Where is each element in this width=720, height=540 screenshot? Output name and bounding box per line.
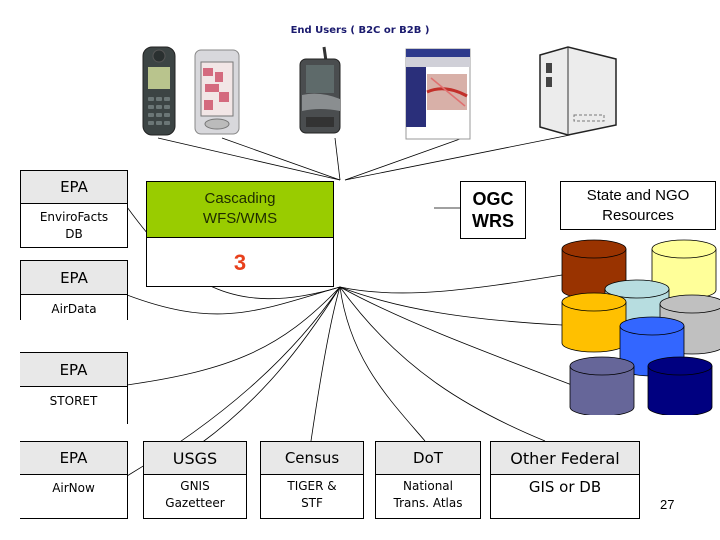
wire-db-brown — [339, 274, 563, 294]
wire-db-slate — [339, 286, 573, 386]
end-users-title: End Users ( B2C or B2B ) — [290, 25, 430, 36]
web-browser-map-icon — [405, 48, 471, 140]
cascading-wfs-wms-hub[interactable]: Cascading WFS/WMS 3 — [146, 181, 334, 287]
source-line2: STF — [301, 496, 323, 510]
source-line2: DB — [65, 227, 83, 241]
wire-dot — [339, 286, 426, 442]
mobile-phone-icon — [141, 45, 177, 137]
hub-number: 3 — [233, 250, 247, 275]
wire-census — [310, 286, 341, 442]
source-line1: TIGER & — [287, 479, 337, 493]
db-gray-icon — [659, 294, 720, 355]
source-line2: Trans. Atlas — [393, 496, 463, 510]
server-icon — [538, 45, 620, 137]
pocket-pc-icon — [193, 48, 241, 136]
source-line1: National — [402, 479, 453, 493]
db-gold-icon — [561, 292, 627, 353]
db-slate-icon — [569, 356, 635, 415]
page-number: 27 — [660, 497, 675, 512]
source-dot-atlas[interactable]: DoT National Trans. Atlas — [375, 441, 481, 519]
ogc-line1: OGC — [472, 189, 514, 209]
source-line1: AirNow — [52, 481, 95, 495]
state-line1: State and NGO — [586, 187, 690, 204]
source-epa-airnow[interactable]: EPA AirNow — [20, 441, 128, 519]
source-line1: EnviroFacts — [39, 210, 109, 224]
wire-pocketpc — [221, 137, 341, 181]
state-databases — [561, 239, 720, 415]
source-line2: Gazetteer — [165, 496, 225, 510]
agency-label: DoT — [376, 442, 480, 475]
ogc-wrs-box[interactable]: OGC WRS — [460, 181, 526, 239]
agency-label: EPA — [21, 171, 127, 204]
wire-pda — [334, 137, 341, 181]
source-line1: GIS or DB — [528, 478, 602, 496]
hub-title: Cascading WFS/WMS — [147, 182, 333, 238]
pda-communicator-icon — [296, 45, 344, 137]
source-other-federal[interactable]: Other Federal GIS or DB — [490, 441, 640, 519]
wire-server — [344, 134, 571, 181]
agency-label: Census — [261, 442, 363, 475]
wire-usgs — [199, 286, 341, 445]
source-epa-envirofacts[interactable]: EPA EnviroFacts DB — [20, 170, 128, 248]
source-epa-storet[interactable]: EPA STORET — [20, 352, 128, 424]
wire-db-yellow — [339, 286, 563, 326]
ogc-line2: WRS — [472, 211, 514, 231]
agency-label: EPA — [20, 442, 127, 475]
agency-label: EPA — [21, 261, 127, 295]
agency-label: Other Federal — [491, 442, 639, 475]
hub-title-line1: Cascading — [204, 190, 276, 207]
wire-storet — [126, 286, 341, 386]
agency-label: EPA — [20, 353, 127, 387]
wire-airdata — [126, 286, 341, 315]
source-census-tiger[interactable]: Census TIGER & STF — [260, 441, 364, 519]
state-ngo-resources-box[interactable]: State and NGO Resources — [560, 181, 716, 230]
source-line1: STORET — [49, 394, 98, 408]
source-usgs-gnis[interactable]: USGS GNIS Gazetteer — [143, 441, 247, 519]
agency-label: USGS — [144, 442, 246, 475]
db-navy-icon — [647, 356, 713, 415]
state-line2: Resources — [602, 207, 674, 224]
hub-title-line2: WFS/WMS — [202, 210, 278, 227]
source-line1: AirData — [51, 302, 97, 316]
source-epa-airdata[interactable]: EPA AirData — [20, 260, 128, 320]
wire-phone — [157, 137, 341, 181]
wire-other — [339, 286, 546, 442]
source-line1: GNIS — [180, 479, 210, 493]
wire-browser — [344, 138, 461, 181]
